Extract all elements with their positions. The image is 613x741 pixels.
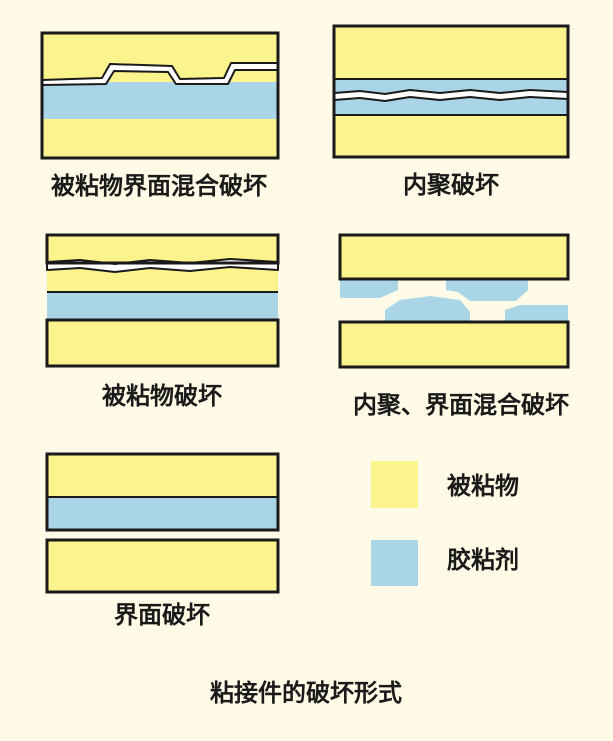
lower-adherend-outline bbox=[45, 318, 280, 368]
upper-adherend bbox=[340, 235, 568, 279]
legend-swatch-adherend bbox=[371, 461, 418, 508]
panel-caption-cohesive: 内聚破坏 bbox=[403, 171, 499, 199]
panel-interface bbox=[45, 452, 280, 594]
figure-caption: 粘接件的破坏形式 bbox=[210, 679, 402, 707]
upper-adherend-outline bbox=[338, 233, 570, 281]
lower-adherend-outline bbox=[338, 320, 570, 369]
adhesive-remnant bbox=[505, 305, 568, 322]
panel-caption-interface: 界面破坏 bbox=[114, 601, 210, 629]
lower-adherend-outline bbox=[45, 538, 280, 594]
upper-adherend bbox=[334, 26, 568, 79]
upper-adherend-outline bbox=[45, 233, 280, 265]
adhesive-layer bbox=[42, 82, 278, 119]
panel-adherend bbox=[45, 233, 280, 368]
lower-adherend bbox=[42, 119, 278, 158]
legend-label-adherend: 被粘物 bbox=[447, 472, 519, 500]
upper-adherend bbox=[47, 454, 278, 497]
panel-cohesive bbox=[332, 24, 570, 159]
upper-adherend bbox=[42, 33, 278, 85]
lower-adherend bbox=[47, 320, 278, 366]
upper-adherend-outline bbox=[40, 31, 280, 160]
legend bbox=[371, 461, 418, 586]
lower-adherend bbox=[340, 322, 568, 367]
panel-caption-adherend-interface-mixed: 被粘物界面混合破坏 bbox=[51, 172, 267, 200]
adhesive-layer bbox=[47, 292, 278, 320]
panel-cohesive-interface-mixed bbox=[338, 233, 570, 369]
panel-adherend-interface-mixed bbox=[40, 31, 280, 160]
adhesive-layer bbox=[47, 497, 278, 530]
legend-label-adhesive: 胶粘剂 bbox=[447, 546, 519, 574]
legend-swatch-adhesive bbox=[371, 540, 418, 586]
panel-caption-adherend: 被粘物破坏 bbox=[102, 382, 222, 410]
upper-outline bbox=[45, 452, 280, 532]
panel-outline bbox=[332, 24, 570, 159]
panel-caption-cohesive-interface-mixed: 内聚、界面混合破坏 bbox=[353, 391, 569, 419]
adhesive-remnant bbox=[340, 279, 398, 298]
adhesive-remnant bbox=[385, 296, 470, 322]
lower-adherend bbox=[47, 540, 278, 592]
lower-adherend bbox=[334, 115, 568, 157]
adhesive-remnant bbox=[446, 279, 528, 301]
